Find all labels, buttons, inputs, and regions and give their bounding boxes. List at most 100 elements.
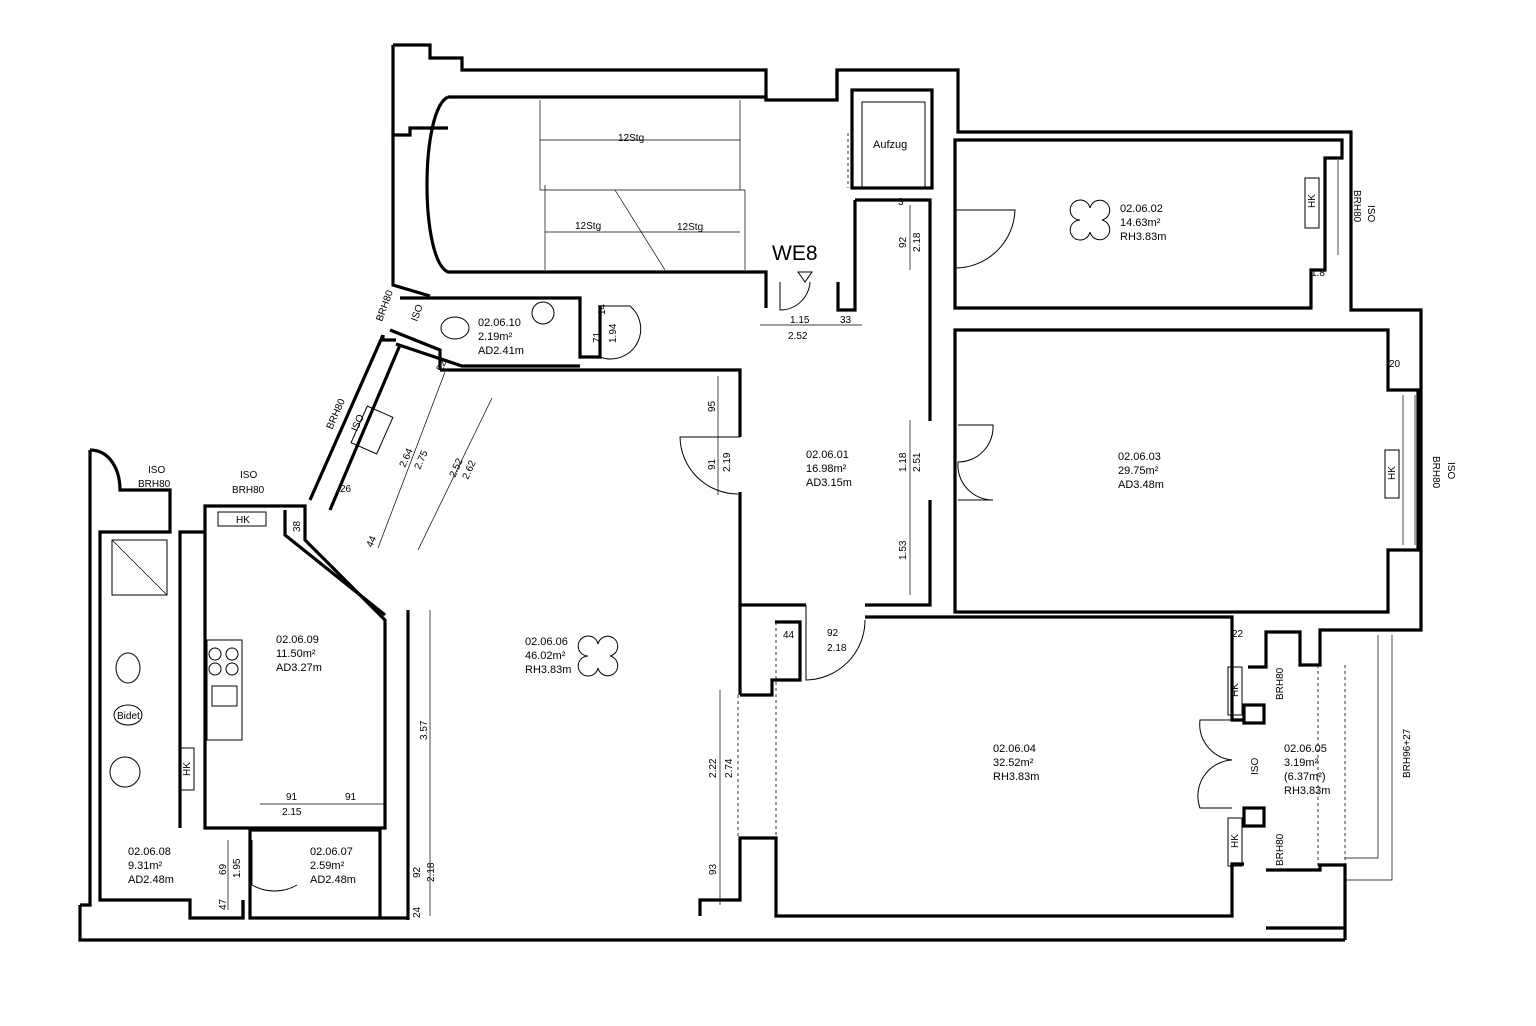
sill-height-label: BRH80 [1275, 833, 1286, 866]
radiator-label: HK [1230, 683, 1241, 697]
radiator-label: HK [236, 515, 250, 526]
room-label: 02.06.03 29.75m² AD3.48m [1118, 451, 1164, 491]
sill-height-label: BRH80 [232, 485, 265, 496]
room-label: 02.06.01 16.98m² AD3.15m [806, 449, 852, 489]
dimension-value: 3.57 [419, 720, 430, 740]
svg-text:16.98m²: 16.98m² [806, 463, 847, 475]
dimension-value: 2.18 [827, 643, 847, 654]
dimension-value: 1.15 [790, 315, 810, 326]
svg-text:RH3.83m: RH3.83m [1120, 231, 1166, 243]
dimension-value: 1.8 [1311, 268, 1325, 279]
dimension-value: 24 [412, 906, 423, 918]
dimension-value: 1.94 [608, 323, 619, 343]
dimension-lines [227, 205, 911, 916]
room-label: 02.06.07 2.59m² AD2.48m [310, 846, 356, 886]
svg-text:2.59m²: 2.59m² [310, 860, 345, 872]
dimension-value: 38 [292, 520, 303, 532]
svg-text:AD2.48m: AD2.48m [310, 874, 356, 886]
radiator-label: HK [1387, 466, 1398, 480]
stair-label: 12Stg [618, 133, 644, 144]
svg-text:RH3.83m: RH3.83m [525, 664, 571, 676]
room-label: 02.06.10 2.19m² AD2.41m [478, 317, 524, 357]
svg-text:02.06.06: 02.06.06 [525, 636, 568, 648]
svg-text:02.06.04: 02.06.04 [993, 743, 1036, 755]
sill-height-label: BRH80 [1351, 190, 1362, 223]
svg-text:3.19m²: 3.19m² [1284, 757, 1319, 769]
svg-text:RH3.83m: RH3.83m [993, 771, 1039, 783]
sill-height-label: BRH80 [1430, 456, 1441, 489]
dimension-value: 91 [707, 458, 718, 470]
dimension-value: 2.18 [426, 862, 437, 882]
sill-height-label: BRH80 [325, 397, 348, 431]
dimension-value: 1.53 [898, 540, 909, 560]
unit-label: WE8 [772, 242, 818, 265]
svg-text:02.06.10: 02.06.10 [478, 317, 521, 329]
svg-text:46.02m²: 46.02m² [525, 650, 566, 662]
svg-text:RH3.83m: RH3.83m [1284, 785, 1330, 797]
dimension-value: 14 [597, 303, 608, 315]
window-sill-label: BRH96+27 [1402, 728, 1413, 778]
radiator-label: HK [1307, 194, 1318, 208]
dimension-value: 26 [340, 484, 352, 495]
dimension-value: 44 [365, 534, 380, 549]
svg-text:AD2.41m: AD2.41m [478, 345, 524, 357]
dimension-value: 2.22 [708, 758, 719, 778]
dimension-value: 2.74 [724, 758, 735, 778]
svg-text:02.06.07: 02.06.07 [310, 846, 353, 858]
staircase [539, 100, 746, 271]
iso-label: ISO [240, 470, 257, 481]
svg-text:(6.37m²): (6.37m²) [1284, 771, 1326, 783]
dimension-value: 71 [592, 331, 603, 343]
svg-text:11.50m²: 11.50m² [276, 648, 316, 660]
svg-text:AD3.48m: AD3.48m [1118, 479, 1164, 491]
iso-label: ISO [1365, 205, 1376, 222]
dimension-value: 47 [218, 898, 229, 910]
svg-text:02.06.08: 02.06.08 [128, 846, 171, 858]
room-label: 02.06.02 14.63m² RH3.83m [1120, 203, 1166, 243]
svg-text:29.75m²: 29.75m² [1118, 465, 1159, 477]
entrance-marker-icon [797, 271, 813, 283]
svg-text:AD3.27m: AD3.27m [276, 662, 322, 674]
dimension-value: 1.18 [898, 452, 909, 472]
svg-text:AD3.15m: AD3.15m [806, 477, 852, 489]
iso-label: ISO [1445, 462, 1456, 479]
dimension-value: 69 [218, 863, 229, 875]
svg-text:02.06.05: 02.06.05 [1284, 743, 1327, 755]
dimension-value: 2.18 [912, 232, 923, 252]
dimension-value: 33 [840, 315, 852, 326]
stair-label: 12Stg [677, 222, 703, 233]
dimension-value: 20 [1389, 359, 1401, 370]
iso-label: ISO [1250, 758, 1261, 775]
room-label: 02.06.05 3.19m² (6.37m²) RH3.83m [1284, 743, 1330, 797]
svg-text:AD2.48m: AD2.48m [128, 874, 174, 886]
iso-label: ISO [148, 465, 165, 476]
svg-text:02.06.01: 02.06.01 [806, 449, 849, 461]
dimension-value: 2.51 [912, 452, 923, 472]
dimension-value: 93 [708, 863, 719, 875]
room-label: 02.06.08 9.31m² AD2.48m [128, 846, 174, 886]
bidet-label: Bidet [117, 711, 140, 722]
elevator-label: Aufzug [873, 139, 907, 151]
room-label: 02.06.09 11.50m² AD3.27m [276, 634, 322, 674]
svg-text:9.31m²: 9.31m² [128, 860, 163, 872]
dimension-value: 91 [286, 792, 298, 803]
stair-label: 12Stg [575, 221, 601, 232]
svg-text:14.63m²: 14.63m² [1120, 217, 1161, 229]
sill-height-label: BRH80 [138, 479, 171, 490]
dimension-value: 92 [412, 866, 423, 878]
radiator-label: HK [182, 762, 193, 776]
dimension-value: 22 [435, 358, 450, 373]
dimension-value: 95 [707, 400, 718, 412]
svg-text:02.06.03: 02.06.03 [1118, 451, 1161, 463]
room-label: 02.06.04 32.52m² RH3.83m [993, 743, 1039, 783]
dimension-value: 91 [345, 792, 357, 803]
fixtures [109, 177, 1400, 867]
iso-label: ISO [409, 303, 425, 323]
doors [251, 209, 1233, 892]
labels: WE8 Aufzug 12Stg 12Stg 12Stg 02.06.02 14… [117, 133, 1456, 918]
dimension-value: 2.52 [788, 331, 808, 342]
svg-text:32.52m²: 32.52m² [993, 757, 1034, 769]
sill-height-label: BRH80 [374, 289, 396, 323]
svg-text:02.06.02: 02.06.02 [1120, 203, 1163, 215]
